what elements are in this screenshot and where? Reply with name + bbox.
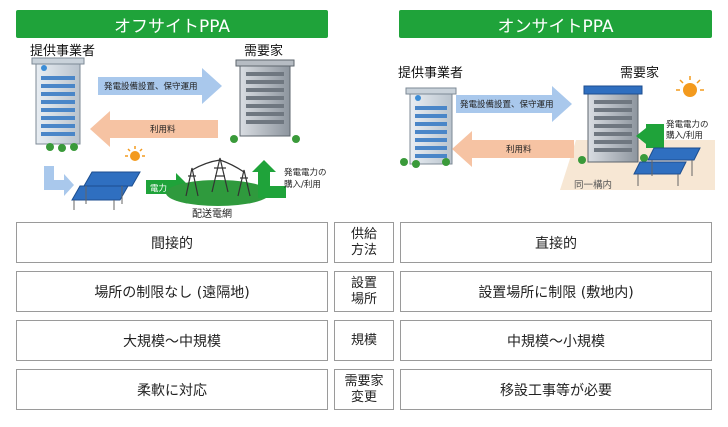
category-line1: 設置: [350, 275, 377, 291]
row-location-onsite: 設置場所に制限 (敷地内): [400, 271, 712, 312]
offsite-fee-label: 利用料: [150, 125, 176, 135]
purchase-arrow-offsite: [252, 160, 286, 198]
operation-arrow-onsite: [456, 86, 572, 122]
grid-area: [166, 180, 270, 206]
offsite-grid-label: 配送電網: [192, 209, 232, 220]
offsite-provider-label: 提供事業者: [30, 44, 96, 59]
row-supply-category: 供給 方法: [334, 222, 394, 263]
onsite-purchase-label-2: 購入/利用: [666, 131, 703, 141]
offsite-power-label: 電力: [150, 184, 168, 194]
onsite-provider-label: 提供事業者: [398, 66, 464, 81]
purchase-arrow-onsite: [636, 124, 664, 148]
category-line1: 需要家: [344, 373, 384, 389]
row-change-offsite: 柔軟に対応: [16, 369, 328, 410]
offsite-purchase-label-2: 購入/利用: [284, 180, 321, 190]
fee-arrow-offsite: [90, 111, 218, 147]
operation-arrow-offsite: [98, 68, 222, 104]
solar-panels-onsite: [633, 147, 701, 186]
onsite-operation-label: 発電設備設置、保守運用: [460, 100, 554, 110]
provider-building-onsite: [400, 87, 457, 168]
category-line1: 供給: [350, 226, 377, 242]
row-location-offsite: 場所の制限なし (遠隔地): [16, 271, 328, 312]
row-supply-offsite: 間接的: [16, 222, 328, 263]
row-change-category: 需要家 変更: [334, 369, 394, 410]
row-supply-onsite: 直接的: [400, 222, 712, 263]
offsite-operation-label: 発電設備設置、保守運用: [104, 82, 198, 92]
offsite-consumer-label: 需要家: [244, 44, 284, 59]
install-arrow-offsite: [44, 166, 74, 196]
category-line1: 規模: [350, 332, 377, 348]
category-line2: 変更: [350, 389, 377, 405]
onsite-title: オンサイトPPA: [399, 10, 712, 38]
category-line2: 方法: [350, 242, 377, 258]
onsite-consumer-label: 需要家: [620, 66, 660, 81]
onsite-premises-label: 同一構内: [574, 180, 613, 191]
provider-building-offsite: [31, 57, 85, 152]
row-scale-onsite: 中規模～小規模: [400, 320, 712, 361]
onsite-purchase-label-1: 発電電力の: [666, 120, 709, 130]
solar-panels-offsite: [71, 171, 141, 210]
sun-icon-offsite: [125, 146, 145, 161]
row-change-onsite: 移設工事等が必要: [400, 369, 712, 410]
category-line2: 場所: [350, 291, 377, 307]
offsite-purchase-label-1: 発電電力の: [284, 168, 327, 178]
consumer-building-offsite: [230, 59, 300, 143]
row-scale-category: 規模: [334, 320, 394, 361]
fee-arrow-onsite: [452, 131, 574, 167]
row-location-category: 設置 場所: [334, 271, 394, 312]
row-scale-offsite: 大規模～中規模: [16, 320, 328, 361]
consumer-building-onsite: [578, 85, 648, 164]
sun-icon-onsite: [676, 76, 704, 97]
transmission-towers: [185, 157, 251, 197]
onsite-fee-label: 利用料: [506, 145, 532, 155]
offsite-title: オフサイトPPA: [16, 10, 328, 38]
